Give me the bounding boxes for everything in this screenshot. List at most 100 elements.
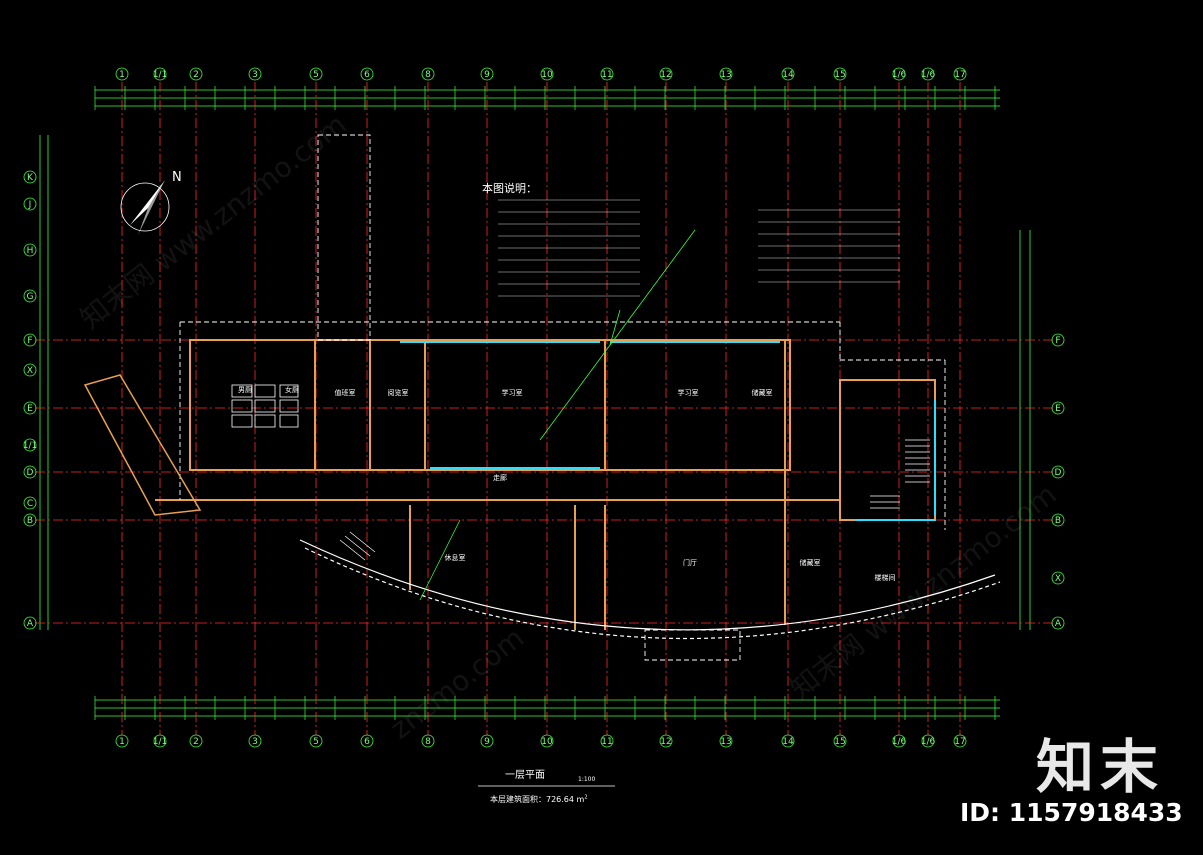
grid-bubble-label: 6 [364,737,370,747]
grid-bubble-label: G [27,292,34,302]
room-label: 储藏室 [800,558,821,567]
grid-bubble-bottom: 2 [189,734,203,748]
grid-bubble-left: A [23,616,37,630]
grid-bubble-left: K [23,170,37,184]
glazing [400,341,936,521]
grid-bubble-label: 1/6 [921,737,936,747]
building-walls [155,339,936,630]
grid-bubble-label: 14 [782,737,794,747]
grid-bubble-label: C [27,499,33,509]
grid-bubble-left: 1/1 [23,438,37,452]
grid-bubble-right: F [1051,333,1065,347]
grid-bubble-left: D [23,465,37,479]
grid-bubble-label: 1 [119,737,125,747]
grid-bubble-label: 8 [425,737,431,747]
grid-bubble-left: H [23,243,37,257]
grid-bubble-top: 12 [659,67,673,81]
floor-area: 本层建筑面积：726.64 m2 [490,794,588,805]
room-label: 储藏室 [752,388,773,397]
grid-bubble-label: A [27,619,34,629]
grid-bubble-right: E [1051,401,1065,415]
grid-bubble-label: D [1055,468,1062,478]
grid-bubble-top: 11 [600,67,614,81]
grid-bubble-top: 15 [833,67,847,81]
room-labels: 男厕女厕值班室阅览室学习室学习室储藏室门厅休息室储藏室楼梯间走廊 [238,385,896,582]
grid-bubble-label: 1/1 [153,737,167,747]
leader-lines [419,229,696,601]
room-label: 学习室 [502,388,523,397]
grid-bubble-label: J [28,200,32,210]
grid-bubble-label: 13 [720,737,731,747]
left-wing [83,374,202,516]
grid-bubble-left: J [23,197,37,211]
grid-bubble-label: X [1055,574,1061,584]
toilet-stalls [231,384,299,428]
room-label: 学习室 [678,388,699,397]
grid-bubble-left: C [23,496,37,510]
grid-bubble-right: X [1051,571,1065,585]
grid-bubble-label: 6 [364,70,370,80]
horizontal-grid-lines [35,339,1055,624]
grid-bubble-label: D [27,468,34,478]
grid-bubble-label: 5 [313,737,319,747]
grid-bubble-label: 9 [484,70,490,80]
grid-bubble-left: B [23,513,37,527]
grid-bubble-right: A [1051,616,1065,630]
grid-bubble-label: 2 [193,737,199,747]
brand-logo: 知末 [1035,733,1164,801]
grid-bubble-label: F [1055,336,1060,346]
grid-bubble-bottom: 3 [248,734,262,748]
grid-bubble-label: 12 [660,70,671,80]
room-label: 门厅 [683,558,697,567]
grid-bubble-top: 8 [421,67,435,81]
grid-bubble-bottom: 10 [540,734,554,748]
grid-bubble-top: 14 [781,67,795,81]
grid-bubble-left: G [23,289,37,303]
grid-bubble-label: 14 [782,70,794,80]
grid-bubble-bottom: 9 [480,734,494,748]
grid-bubble-label: H [27,246,34,256]
grid-bubble-top: 17 [953,67,967,81]
grid-bubble-label: X [27,366,33,376]
grid-bubble-label: 11 [601,70,612,80]
drawing-scale: 1:100 [578,776,596,783]
floor-area-unit-sup: 2 [584,794,588,801]
grid-bubble-label: 1/6 [921,70,936,80]
grid-bubble-top: 2 [189,67,203,81]
watermark-layer: 知末网 www.znzmo.com znzmo.com 知末网 www.znzm… [74,108,1063,746]
grid-bubble-top: 13 [719,67,733,81]
grid-bubble-right: D [1051,465,1065,479]
grid-bubble-label: F [27,336,32,346]
grid-bubble-bottom: 1/6 [892,734,907,748]
grid-bubble-bottom: 1 [115,734,129,748]
grid-bubble-label: 15 [834,737,845,747]
watermark-text: 知末网 www.znzmo.com [784,478,1063,706]
grid-bubble-bottom: 15 [833,734,847,748]
grid-bubble-label: 3 [252,70,258,80]
grid-bubble-label: 15 [834,70,845,80]
floor-area-text: 本层建筑面积：726.64 m [490,795,585,804]
drawing-title: 一层平面 [505,770,545,781]
stairs [339,439,930,561]
site-boundary [179,134,946,661]
grid-bubble-label: 3 [252,737,258,747]
grid-bubble-label: B [1055,516,1061,526]
grid-bubble-label: E [1055,404,1061,414]
room-label: 男厕 [238,386,252,394]
grid-bubbles: 111/11/122335566889910101111121213131414… [23,67,1065,748]
grid-bubble-top: 10 [540,67,554,81]
grid-bubble-label: 1/1 [23,441,37,451]
grid-bubble-bottom: 6 [360,734,374,748]
grid-bubble-label: 17 [954,737,965,747]
grid-bubble-bottom: 14 [781,734,795,748]
grid-bubble-label: K [27,173,34,183]
notes-title: 本图说明： [482,182,537,195]
watermark-text: znzmo.com [384,621,530,745]
grid-bubble-label: 1 [119,70,125,80]
grid-bubble-bottom: 13 [719,734,733,748]
grid-bubble-top: 1/6 [921,67,936,81]
grid-bubble-label: 1/6 [892,70,907,80]
grid-bubble-top: 1 [115,67,129,81]
